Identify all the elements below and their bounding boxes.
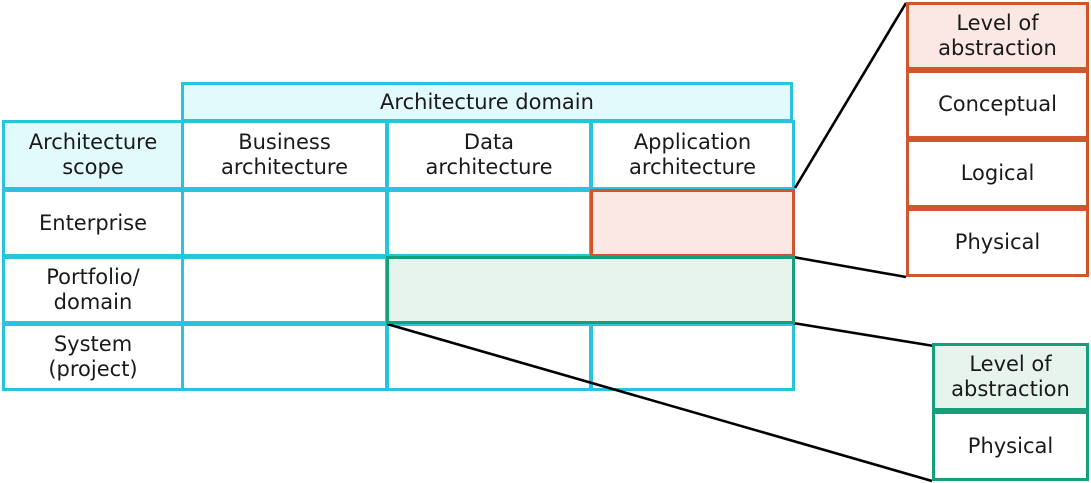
matrix-cell-system-application: [590, 323, 795, 391]
leader-line-green-top: [792, 321, 935, 348]
matrix-row-header-portfolio-domain: Portfolio/ domain: [2, 256, 184, 324]
matrix-row-header-system-project: System (project): [2, 323, 184, 391]
callout-green-item-physical[interactable]: Physical: [932, 411, 1089, 481]
matrix-cell-enterprise-business: [181, 189, 388, 257]
matrix-column-header-business: Business architecture: [181, 120, 388, 190]
matrix-domain-header: Architecture domain: [181, 82, 793, 122]
leader-line-red-bottom: [792, 255, 907, 279]
matrix-cell-system-data: [386, 323, 592, 391]
leader-line-red-top: [793, 2, 908, 189]
matrix-column-header-data: Data architecture: [386, 120, 592, 190]
matrix-row-header-enterprise: Enterprise: [2, 189, 184, 257]
callout-red-item-conceptual[interactable]: Conceptual: [906, 70, 1089, 139]
highlight-cell-enterprise-application[interactable]: [590, 189, 795, 257]
callout-red-title: Level of abstraction: [906, 2, 1089, 70]
matrix-scope-header: Architecture scope: [2, 120, 184, 190]
matrix-cell-enterprise-data: [386, 189, 592, 257]
matrix-cell-system-business: [181, 323, 388, 391]
callout-red-item-logical[interactable]: Logical: [906, 139, 1089, 208]
callout-red-item-physical[interactable]: Physical: [906, 208, 1089, 277]
matrix-cell-portfolio-business: [181, 256, 388, 324]
matrix-column-header-application: Application architecture: [590, 120, 795, 190]
highlight-cell-portfolio-data-application[interactable]: [386, 256, 795, 324]
callout-green-title: Level of abstraction: [932, 343, 1089, 411]
